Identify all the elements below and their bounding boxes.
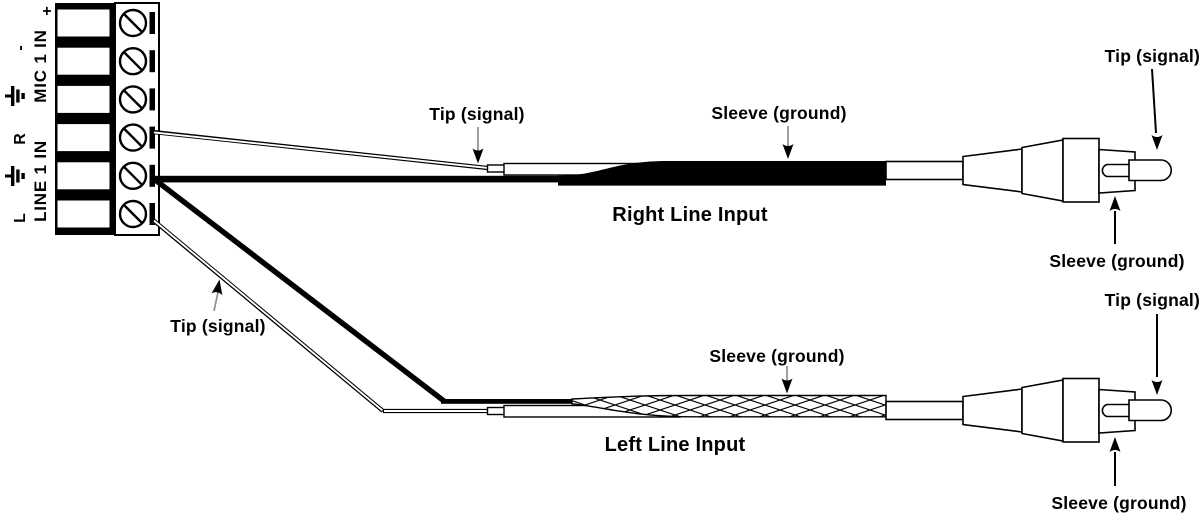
- arrow-tip-left-plug: [1151, 314, 1163, 395]
- screw-icon: [118, 199, 148, 229]
- group-label-line1in: LINE 1 IN: [31, 140, 50, 222]
- caption-right-line-input: Right Line Input: [612, 204, 768, 226]
- terminal-contact: [149, 203, 155, 225]
- terminal-contact: [149, 12, 155, 34]
- cable-jacket: [885, 400, 964, 421]
- plug-tip-pin: [1128, 399, 1172, 422]
- plug-tip-pin: [1128, 159, 1172, 182]
- rca-plug-right: [962, 137, 1172, 203]
- sleeve-braid: [571, 394, 887, 418]
- plug-body: [1062, 137, 1100, 203]
- label-sleeve-left-wire: Sleeve (ground): [709, 346, 844, 366]
- terminal-symbol-left: L: [12, 213, 29, 223]
- terminal-contacts: [149, 12, 155, 225]
- arrow-sleeve-left-plug: [1109, 437, 1121, 486]
- tip-wire: [152, 129, 493, 171]
- label-sleeve-right-plug: Sleeve (ground): [1049, 251, 1184, 271]
- arrow-sleeve-right-plug: [1109, 196, 1121, 244]
- sleeve-wire-run: [441, 399, 641, 404]
- screw-icon: [118, 47, 148, 76]
- annotation-arrows: [211, 68, 1163, 486]
- screw-icon: [118, 123, 148, 152]
- tip-wire: [151, 218, 489, 414]
- terminal-screws: [118, 8, 148, 229]
- label-tip-right-wire: Tip (signal): [429, 104, 524, 124]
- screw-icon: [118, 8, 148, 38]
- terminal-symbol-plus: +: [39, 6, 56, 15]
- sleeve-shield: [558, 161, 886, 186]
- wire-ferrule: [486, 406, 506, 416]
- label-sleeve-left-plug: Sleeve (ground): [1051, 493, 1186, 513]
- terminal-slot: [57, 9, 110, 37]
- plug-strain-relief: [962, 148, 1023, 193]
- label-tip-right-plug: Tip (signal): [1105, 46, 1200, 66]
- screw-plate: [114, 2, 160, 236]
- terminal-slot: [57, 162, 110, 190]
- left-line-cable: [151, 176, 1172, 443]
- arrow-tip-left-wire: [211, 279, 223, 312]
- terminal-contact: [149, 126, 155, 149]
- caption-left-line-input: Left Line Input: [605, 434, 746, 456]
- screw-icon: [118, 161, 148, 191]
- plug-strain-relief: [962, 388, 1023, 433]
- ground-icon: [5, 166, 25, 186]
- group-label-mic1in: MIC 1 IN: [31, 29, 50, 102]
- cable-jacket: [885, 160, 964, 181]
- label-sleeve-right-wire: Sleeve (ground): [711, 103, 846, 123]
- sleeve-wire: [152, 176, 446, 404]
- arrow-sleeve-left-wire: [781, 366, 793, 394]
- terminal-slot: [57, 85, 110, 113]
- arrow-tip-right-wire: [472, 127, 484, 164]
- terminal-block: + - R L MIC 1 IN LINE 1 IN: [5, 2, 160, 236]
- sleeve-wire: [153, 175, 573, 183]
- arrow-sleeve-right-wire: [782, 126, 794, 159]
- terminal-slots: [57, 9, 110, 228]
- rca-plug-left: [962, 377, 1172, 443]
- terminal-block-body: [55, 3, 115, 235]
- label-tip-left-plug: Tip (signal): [1105, 290, 1200, 310]
- terminal-slot: [57, 124, 110, 152]
- plug-body: [1062, 377, 1100, 443]
- terminal-slot: [57, 47, 110, 75]
- wire-ferrule: [486, 164, 506, 173]
- screw-icon: [118, 85, 148, 114]
- terminal-symbol-minus: -: [12, 45, 29, 50]
- terminal-contact: [149, 164, 155, 187]
- terminal-contact: [149, 88, 155, 111]
- label-tip-left-wire: Tip (signal): [170, 316, 265, 336]
- ground-icon: [5, 86, 25, 106]
- arrow-tip-right-plug: [1151, 68, 1163, 150]
- terminal-contact: [149, 50, 155, 73]
- right-line-cable: [152, 129, 1172, 203]
- terminal-symbol-right: R: [12, 133, 29, 145]
- terminal-slot: [57, 200, 110, 228]
- plug-barrel-taper: [1021, 379, 1064, 442]
- plug-barrel-taper: [1021, 139, 1064, 202]
